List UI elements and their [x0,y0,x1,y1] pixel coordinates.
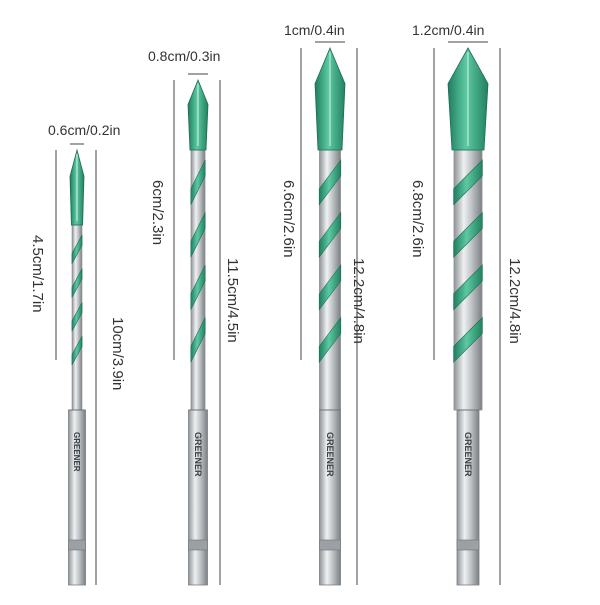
bit-2-spiral-band [190,212,206,258]
bit-4-tip-length-label: 6.8cm/2.6in [409,180,426,258]
bit-4-shank-groove [456,539,480,551]
bit-4-spiral-band [453,211,483,258]
bit-2-spiral-band [190,159,206,205]
drill-bit-1: GREENER [68,148,86,586]
drill-bit-3: GREENER [314,46,346,586]
bit-1-shank-groove [68,539,86,551]
bit-1-spiral-band [71,336,83,366]
bit-2-dimension-lines [173,73,221,585]
bit-3-spiral-band [318,211,342,259]
bit-4-dimension-lines [433,41,501,585]
bit-3-total-length-label: 12.2cm/4.8in [350,258,367,344]
bit-2-total-length-label: 11.5cm/4.5in [224,258,241,343]
bit-3-spiral-band [318,264,342,311]
bit-3-spiral-band [318,316,342,364]
drill-bit-4: GREENER [447,47,489,586]
bit-1-width-label: 0.6cm/0.2in [48,122,121,138]
bit-2-tip-length-label: 6cm/2.3in [149,180,166,246]
bit-3-brand-text: GREENER [325,432,335,477]
bit-2-shank-groove [188,539,208,551]
bit-3-spiral-band [318,159,342,206]
bit-1-total-length-label: 10cm/3.9in [109,317,126,391]
bit-4-width-label: 1.2cm/0.4in [412,22,485,38]
bit-4-spiral-band [453,159,483,206]
bit-1-tip-length-label: 4.5cm/1.7in [29,235,46,313]
bit-1-dimension-lines [55,143,97,585]
bit-2-spiral-band [190,264,206,310]
bit-3-tip-length-label: 6.6cm/2.6in [280,180,297,258]
bit-2-brand-text: GREENER [193,432,203,477]
bit-4-spiral-band [453,316,483,363]
bit-1-brand-text: GREENER [72,432,81,472]
bit-3-width-label: 1cm/0.4in [284,22,345,38]
bit-2-spiral-band [190,317,206,363]
bit-1-spiral-band [71,268,83,298]
bit-4-brand-text: GREENER [463,432,473,477]
bit-3-shank-groove [319,539,341,551]
bit-1-spiral-band [71,302,83,332]
bit-3-dimension-lines [300,41,358,585]
bit-1-spiral-band [71,234,83,264]
bit-4-total-length-label: 12.2cm/4.8in [506,258,523,344]
drill-bit-2: GREENER [187,78,209,586]
bit-4-spiral-band [453,264,483,311]
bit-2-width-label: 0.8cm/0.3in [148,48,221,64]
